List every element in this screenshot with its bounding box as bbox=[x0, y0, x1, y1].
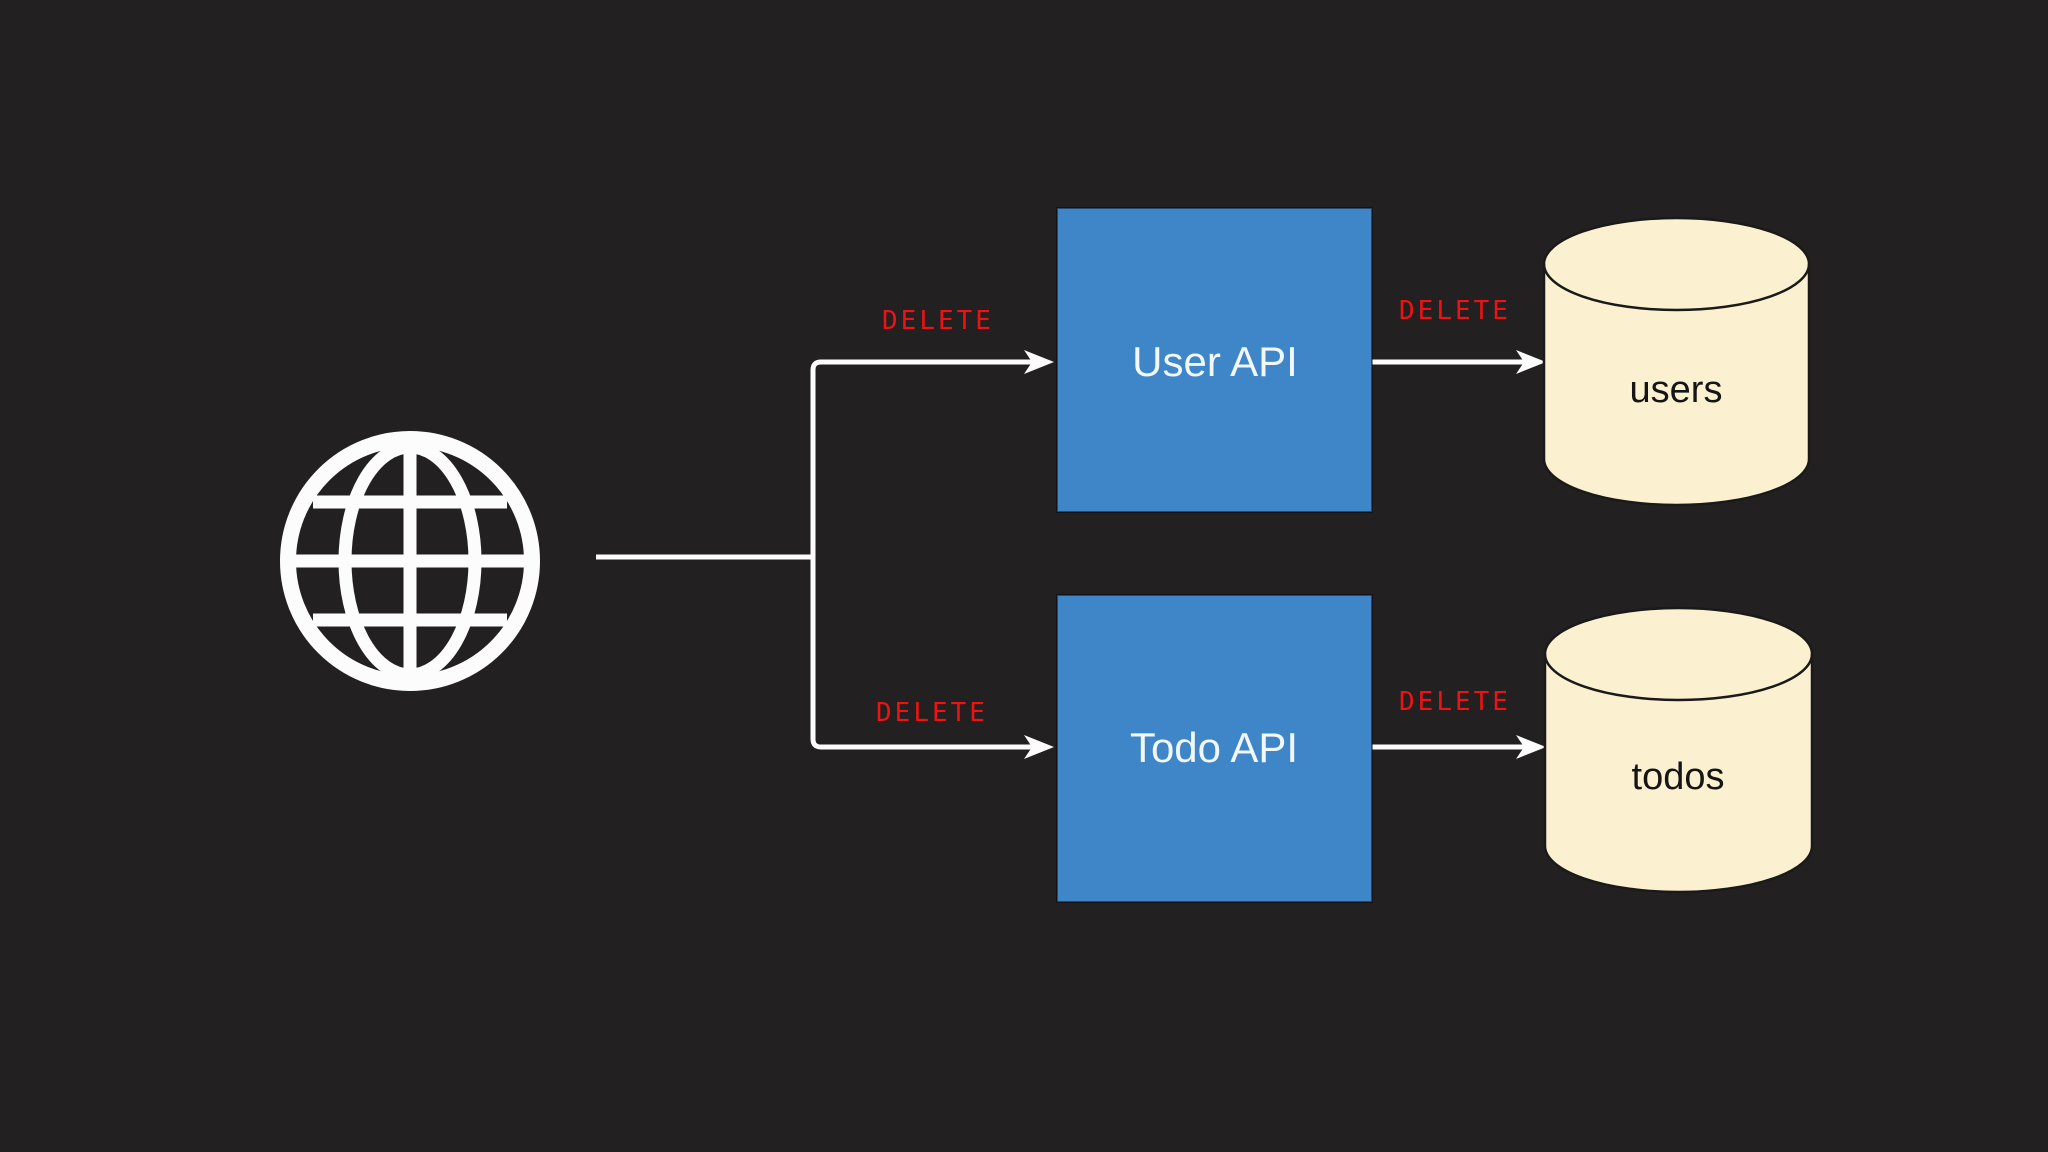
method-label-todo-db: DELETE bbox=[1399, 687, 1511, 717]
db-edges bbox=[1372, 350, 1546, 759]
todos-db-cylinder bbox=[1543, 606, 1814, 894]
todos-db-top-arc bbox=[1543, 653, 1814, 702]
arrowhead-user-api bbox=[1024, 350, 1054, 374]
arrowhead-todo-api bbox=[1024, 735, 1054, 759]
users-db-node: users bbox=[1542, 216, 1811, 507]
client-edges bbox=[596, 350, 1054, 759]
arrowhead-users-db bbox=[1516, 350, 1546, 374]
todo-api-box bbox=[1056, 594, 1373, 903]
user-api-label: User API bbox=[1132, 338, 1298, 385]
user-api-node: User API bbox=[1056, 207, 1373, 513]
todo-api-label: Todo API bbox=[1130, 724, 1298, 771]
arrowhead-todos-db bbox=[1516, 735, 1546, 759]
users-db-top-arc bbox=[1542, 263, 1811, 312]
method-label-client-todo: DELETE bbox=[876, 698, 988, 728]
users-db-cylinder bbox=[1542, 216, 1811, 507]
globe-outline bbox=[280, 431, 540, 691]
edge-client-to-user-api bbox=[810, 359, 1032, 557]
todo-api-node: Todo API bbox=[1056, 594, 1373, 903]
todos-db-node: todos bbox=[1543, 606, 1814, 894]
user-api-box bbox=[1056, 207, 1373, 513]
edge-client-to-todo-api bbox=[810, 557, 1032, 750]
users-db-label: users bbox=[1630, 369, 1723, 411]
globe-icon bbox=[280, 431, 540, 691]
method-label-client-user: DELETE bbox=[882, 306, 994, 336]
method-label-user-db: DELETE bbox=[1399, 296, 1511, 326]
todos-db-label: todos bbox=[1632, 756, 1725, 798]
